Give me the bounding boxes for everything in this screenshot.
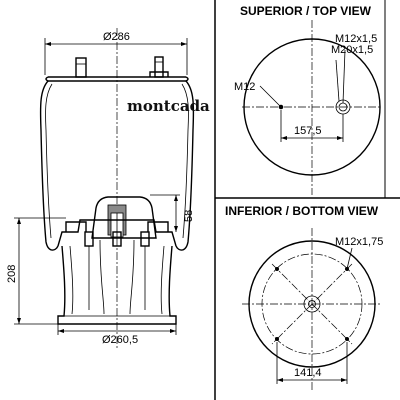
top-dim-spacing: 157,5 — [294, 125, 322, 137]
bottom-hole-1 — [275, 267, 279, 271]
dim-bead-label: 58 — [183, 210, 195, 222]
dim-height: 208 — [6, 217, 66, 325]
piston-stud-left — [84, 231, 94, 247]
bottom-view: INFERIOR / BOTTOM VIEW M12x1,75 141,4 — [225, 204, 383, 392]
dim-height-label: 208 — [6, 265, 18, 283]
top-view-title: SUPERIOR / TOP VIEW — [240, 4, 372, 18]
label-m12x175: M12x1,75 — [335, 236, 383, 248]
air-fitting-stud — [75, 57, 87, 78]
mounting-stud — [154, 56, 164, 78]
top-plate-circle — [243, 38, 381, 176]
dim-top-diameter-label: Ø286 — [103, 31, 130, 43]
dim-bottom-diameter: Ø260,5 — [57, 324, 177, 346]
bottom-hole-4 — [345, 337, 349, 341]
brand-label: montcada — [127, 97, 210, 115]
bottom-hole-3 — [275, 337, 279, 341]
bottom-bolt-circle — [261, 253, 363, 355]
bead-plate — [57, 219, 177, 247]
bottom-outer-circle — [248, 240, 376, 368]
bellow-outline — [39, 80, 195, 251]
piston-body — [57, 231, 177, 325]
piston-stud-right — [140, 231, 150, 247]
label-m12: M12 — [234, 81, 255, 93]
side-view: Ø286 montcada — [6, 28, 210, 350]
bottom-view-title: INFERIOR / BOTTOM VIEW — [225, 204, 379, 218]
dim-bottom-diameter-label: Ø260,5 — [102, 334, 138, 346]
bottom-center-boss — [303, 295, 321, 313]
top-view: SUPERIOR / TOP VIEW M12 M12x1,5 M20x1,5 … — [234, 4, 382, 195]
label-m20x15: M20x1,5 — [331, 44, 373, 56]
top-plate — [45, 56, 189, 82]
dim-bead-height: 58 — [150, 194, 195, 232]
dim-top-diameter: Ø286 — [44, 31, 188, 75]
label-m12x15: M12x1,5 — [335, 33, 377, 45]
piston-stud-center — [112, 231, 122, 247]
view-dividers — [214, 0, 400, 400]
bottom-dim-spacing: 141,4 — [294, 367, 322, 379]
